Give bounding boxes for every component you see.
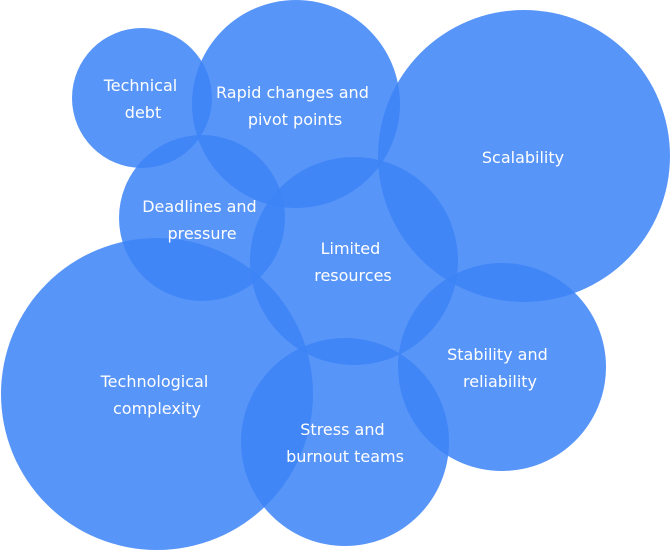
label-technical-debt-line-1: Technical (103, 76, 177, 95)
label-rapid-changes: Rapid changes and pivot points (216, 83, 374, 129)
label-stress-burnout-line-1: Stress and (300, 420, 384, 439)
label-rapid-changes-line-1: Rapid changes and (216, 83, 369, 102)
label-deadlines: Deadlines and pressure (142, 197, 262, 243)
label-limited-resources: Limited resources (314, 239, 392, 285)
bubble-stress-burnout (241, 338, 449, 546)
label-stability: Stability and reliability (447, 345, 553, 391)
label-technical-debt: Technical debt (103, 76, 183, 122)
label-stability-line-2: reliability (463, 372, 537, 391)
label-limited-resources-line-1: Limited (321, 239, 381, 258)
label-deadlines-line-1: Deadlines and (142, 197, 257, 216)
label-technological-complexity-line-1: Technological (100, 372, 209, 391)
label-stress-burnout: Stress and burnout teams (286, 420, 404, 466)
label-stability-line-1: Stability and (447, 345, 548, 364)
label-technological-complexity-line-2: complexity (113, 399, 201, 418)
label-stress-burnout-line-2: burnout teams (286, 447, 404, 466)
label-technical-debt-line-2: debt (125, 103, 161, 122)
label-limited-resources-line-2: resources (314, 266, 392, 285)
label-deadlines-line-2: pressure (167, 224, 236, 243)
bubble-technical-debt (72, 28, 212, 168)
label-scalability-line-1: Scalability (482, 148, 564, 167)
label-scalability: Scalability (482, 148, 564, 167)
bubble-technological-complexity (1, 238, 313, 550)
label-technological-complexity: Technological complexity (100, 372, 214, 418)
bubble-limited-resources (250, 157, 458, 365)
bubble-stability (398, 263, 606, 471)
label-rapid-changes-line-2: pivot points (248, 110, 342, 129)
